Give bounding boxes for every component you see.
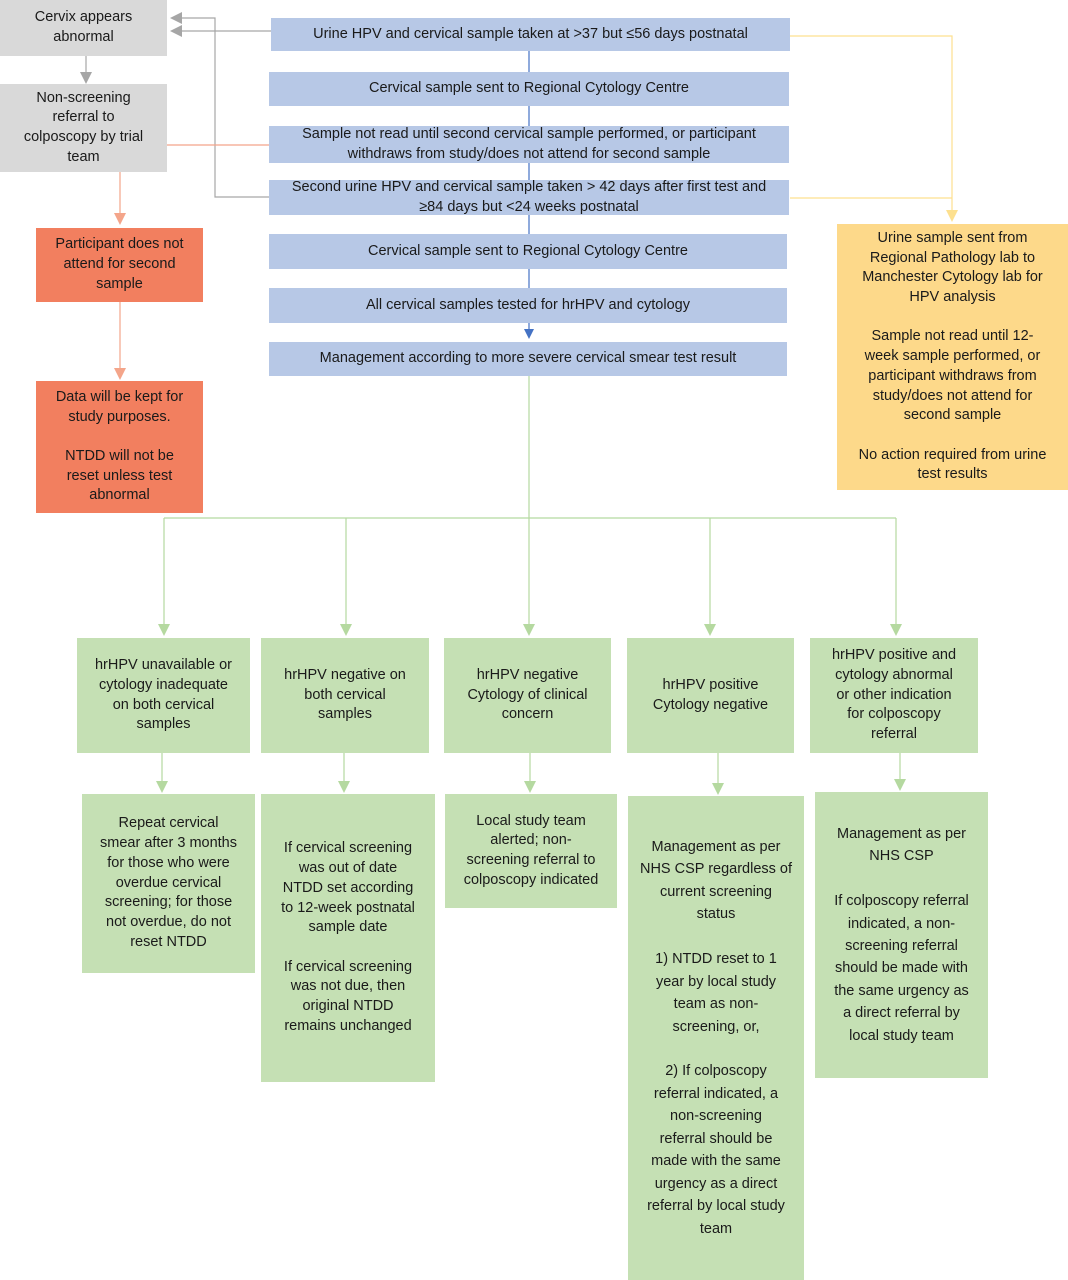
action-management-colposcopy-text: Management as per NHS CSP If colposcopy … xyxy=(834,825,969,1044)
participant-no-attend-text: Participant does not attend for second s… xyxy=(55,236,184,292)
cervix-abnormal-box: Cervix appears abnormal xyxy=(0,0,167,56)
non-screening-referral-box: Non-screening referral to colposcopy by … xyxy=(0,84,167,172)
outcome-positive-cyto-negative-text: hrHPV positive Cytology negative xyxy=(652,676,769,713)
step-management: Management according to more severe cerv… xyxy=(269,342,787,376)
outcome-unavailable-text: hrHPV unavailable or cytology inadequate… xyxy=(94,657,233,733)
outcome-positive-abnormal-text: hrHPV positive and cytology abnormal or … xyxy=(831,647,957,743)
step-all-samples-tested: All cervical samples tested for hrHPV an… xyxy=(269,288,787,323)
action-ntdd-setting: If cervical screening was out of date NT… xyxy=(261,794,435,1082)
outcome-positive-abnormal: hrHPV positive and cytology abnormal or … xyxy=(810,638,978,753)
action-ntdd-setting-text: If cervical screening was out of date NT… xyxy=(281,840,415,1034)
urine-sample-box: Urine sample sent from Regional Patholog… xyxy=(837,224,1068,490)
action-repeat-smear-text: Repeat cervical smear after 3 months for… xyxy=(100,815,237,950)
step-sent-to-cytology-2: Cervical sample sent to Regional Cytolog… xyxy=(269,234,787,269)
step-second-sample-text: Second urine HPV and cervical sample tak… xyxy=(291,178,767,215)
cervix-abnormal-text: Cervix appears abnormal xyxy=(34,9,133,45)
data-kept-box: Data will be kept for study purposes. NT… xyxy=(36,381,203,513)
action-local-team-alerted: Local study team alerted; non- screening… xyxy=(445,794,617,908)
action-management-colposcopy: Management as per NHS CSP If colposcopy … xyxy=(815,792,988,1078)
step-all-samples-tested-text: All cervical samples tested for hrHPV an… xyxy=(366,296,690,313)
step-sent-to-cytology-1: Cervical sample sent to Regional Cytolog… xyxy=(269,72,789,106)
outcome-positive-cyto-negative: hrHPV positive Cytology negative xyxy=(627,638,794,753)
action-management-ntdd-reset: Management as per NHS CSP regardless of … xyxy=(628,796,804,1280)
urine-sample-text: Urine sample sent from Regional Patholog… xyxy=(858,229,1047,483)
outcome-negative-concern-text: hrHPV negative Cytology of clinical conc… xyxy=(467,666,588,723)
action-repeat-smear: Repeat cervical smear after 3 months for… xyxy=(82,794,255,973)
participant-no-attend-box: Participant does not attend for second s… xyxy=(36,228,203,302)
step-sent-to-cytology-2-text: Cervical sample sent to Regional Cytolog… xyxy=(368,242,688,259)
action-local-team-alerted-text: Local study team alerted; non- screening… xyxy=(463,812,599,888)
step-sample-not-read: Sample not read until second cervical sa… xyxy=(269,126,789,163)
step-management-text: Management according to more severe cerv… xyxy=(319,350,737,367)
non-screening-referral-text: Non-screening referral to colposcopy by … xyxy=(23,89,144,165)
step-initial-sample: Urine HPV and cervical sample taken at >… xyxy=(271,18,790,51)
action-management-ntdd-reset-text: Management as per NHS CSP regardless of … xyxy=(639,838,793,1237)
green-connectors xyxy=(156,376,906,795)
outcome-negative-both-text: hrHPV negative on both cervical samples xyxy=(284,666,406,723)
step-second-sample: Second urine HPV and cervical sample tak… xyxy=(269,178,789,215)
grey-connectors xyxy=(80,12,271,198)
outcome-unavailable: hrHPV unavailable or cytology inadequate… xyxy=(77,638,250,753)
step-sample-not-read-text: Sample not read until second cervical sa… xyxy=(302,125,756,162)
outcome-negative-both: hrHPV negative on both cervical samples xyxy=(261,638,429,753)
outcome-negative-concern: hrHPV negative Cytology of clinical conc… xyxy=(444,638,611,753)
yellow-connectors xyxy=(790,35,958,222)
step-sent-to-cytology-1-text: Cervical sample sent to Regional Cytolog… xyxy=(369,80,689,97)
step-initial-sample-text: Urine HPV and cervical sample taken at >… xyxy=(313,25,748,42)
data-kept-text: Data will be kept for study purposes. NT… xyxy=(55,388,184,504)
